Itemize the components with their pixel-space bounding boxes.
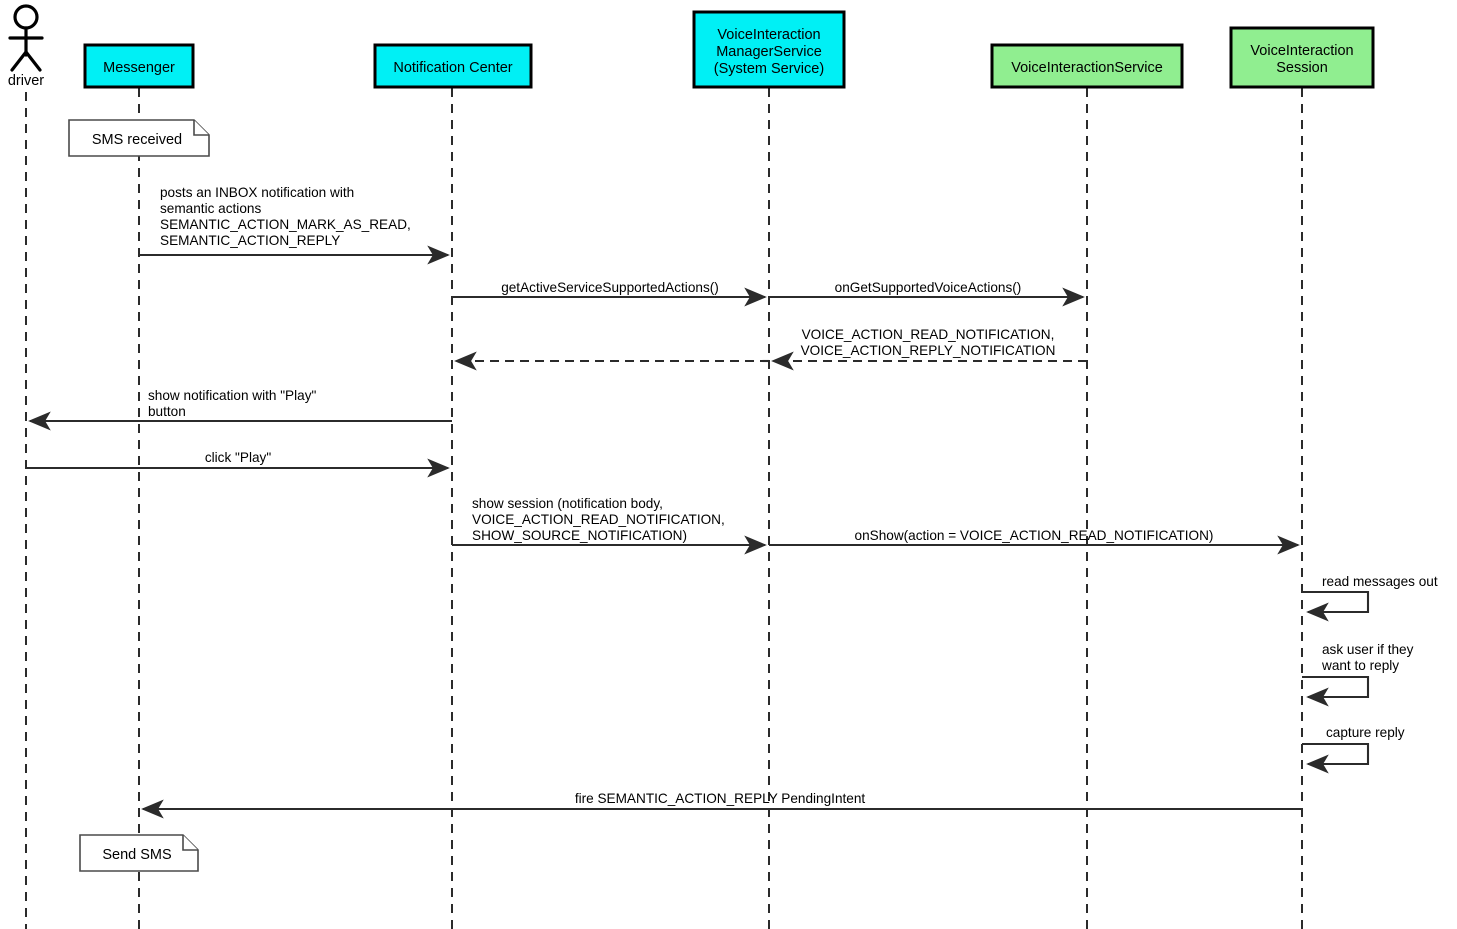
self-message-read-messages-out[interactable]: read messages out [1302, 574, 1438, 622]
message-fire-semantic-action-reply[interactable]: fire SEMANTIC_ACTION_REPLY PendingIntent [141, 791, 1302, 819]
participant-messenger[interactable]: Messenger [83, 43, 195, 89]
actor-leg-right-icon [24, 50, 42, 72]
message-fire-semantic-action-reply-label: fire SEMANTIC_ACTION_REPLY PendingIntent [575, 791, 866, 806]
self-message-ask-user-reply[interactable]: ask user if they want to reply [1302, 642, 1414, 707]
participant-voice-interaction-manager-service-box[interactable] [692, 10, 846, 89]
message-on-show[interactable]: onShow(action = VOICE_ACTION_READ_NOTIFI… [769, 528, 1300, 555]
participant-vis-label-line-1: VoiceInteraction [1250, 43, 1353, 59]
participant-vims-label-line-3: (System Service) [714, 61, 824, 77]
participant-voice-interaction-session-box[interactable] [1229, 26, 1375, 89]
message-get-active-service-supported-actions-label: getActiveServiceSupportedActions() [501, 280, 719, 295]
actor-head-icon [13, 4, 39, 30]
message-post-notification-label-line-4: SEMANTIC_ACTION_REPLY [160, 233, 340, 248]
self-message-ask-user-reply-arrow[interactable] [1302, 675, 1370, 707]
participant-vis-label-line-2: Session [1276, 60, 1328, 76]
participant-voice-interaction-service-label: VoiceInteractionService [1011, 60, 1163, 76]
note-sms-received-shape [68, 119, 210, 157]
message-show-session-label-line-2: VOICE_ACTION_READ_NOTIFICATION, [472, 512, 725, 527]
self-message-capture-reply-label: capture reply [1326, 725, 1405, 740]
note-sms-received-label: SMS received [92, 132, 182, 148]
note-sms-received: SMS received [68, 119, 210, 157]
participant-messenger-label: Messenger [103, 60, 175, 76]
self-message-capture-reply-arrow[interactable] [1302, 742, 1370, 774]
message-on-get-supported-voice-actions[interactable]: onGetSupportedVoiceActions() [769, 280, 1085, 307]
message-on-show-label: onShow(action = VOICE_ACTION_READ_NOTIFI… [855, 528, 1214, 543]
actor-driver[interactable]: driver [8, 4, 44, 89]
self-message-read-messages-out-label: read messages out [1322, 574, 1438, 589]
self-message-capture-reply[interactable]: capture reply [1302, 725, 1405, 774]
note-send-sms-shape [79, 834, 199, 872]
message-return-voice-actions[interactable]: VOICE_ACTION_READ_NOTIFICATION, VOICE_AC… [771, 327, 1087, 371]
message-on-get-supported-voice-actions-label: onGetSupportedVoiceActions() [835, 280, 1022, 295]
note-sms-received-fold-icon [193, 120, 209, 136]
note-send-sms: Send SMS [79, 834, 199, 872]
message-show-session-label-line-1: show session (notification body, [472, 496, 663, 511]
participant-voice-interaction-service[interactable]: VoiceInteractionService [990, 43, 1184, 89]
message-click-play-label: click "Play" [205, 450, 271, 465]
message-show-session[interactable]: show session (notification body, VOICE_A… [452, 496, 767, 555]
message-return-voice-actions-label-line-1: VOICE_ACTION_READ_NOTIFICATION, [802, 327, 1055, 342]
participant-voice-interaction-session[interactable]: VoiceInteraction Session [1229, 26, 1375, 89]
participant-notification-center[interactable]: Notification Center [373, 43, 533, 89]
message-show-session-label-line-3: SHOW_SOURCE_NOTIFICATION) [472, 528, 687, 543]
message-post-notification-label-line-2: semantic actions [160, 201, 261, 216]
message-show-notification-play[interactable]: show notification with "Play" button [28, 388, 452, 431]
message-post-notification-label-line-3: SEMANTIC_ACTION_MARK_AS_READ, [160, 217, 411, 232]
message-click-play[interactable]: click "Play" [26, 450, 450, 478]
message-show-notification-play-label-line-2: button [148, 404, 186, 419]
self-message-read-messages-out-arrow[interactable] [1302, 590, 1370, 622]
participant-voice-interaction-service-box[interactable] [990, 43, 1184, 89]
note-send-sms-label: Send SMS [102, 847, 171, 863]
participant-voice-interaction-manager-service[interactable]: VoiceInteraction ManagerService (System … [692, 10, 846, 89]
message-get-active-service-supported-actions[interactable]: getActiveServiceSupportedActions() [452, 280, 767, 307]
self-message-ask-user-reply-label-line-2: want to reply [1321, 658, 1399, 673]
message-show-notification-play-label-line-1: show notification with "Play" [148, 388, 316, 403]
message-return-voice-actions-label-line-2: VOICE_ACTION_REPLY_NOTIFICATION [801, 343, 1056, 358]
participant-messenger-box[interactable] [83, 43, 195, 89]
participant-vims-label-line-1: VoiceInteraction [717, 27, 820, 43]
actor-driver-label: driver [8, 73, 44, 89]
note-send-sms-fold-icon [182, 835, 198, 851]
actor-leg-left-icon [10, 50, 28, 72]
participant-notification-center-label: Notification Center [393, 60, 512, 76]
participant-vims-label-line-2: ManagerService [716, 44, 822, 60]
lifelines-group [25, 88, 1303, 929]
message-post-notification[interactable]: posts an INBOX notification with semanti… [139, 185, 450, 265]
participant-notification-center-box[interactable] [373, 43, 533, 89]
self-message-ask-user-reply-label-line-1: ask user if they [1322, 642, 1414, 657]
message-post-notification-label-line-1: posts an INBOX notification with [160, 185, 354, 200]
